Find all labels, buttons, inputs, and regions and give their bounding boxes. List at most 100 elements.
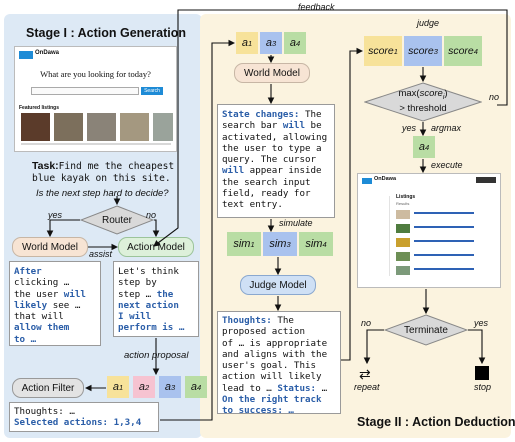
judge-label: judge [417, 18, 440, 28]
result-count: Results [396, 201, 410, 206]
result-brand-name: OnDawa [374, 176, 397, 182]
action-l1: Let's think [118, 266, 179, 277]
stop-icon [475, 366, 489, 380]
assist-label: assist [89, 249, 113, 259]
search-input[interactable] [31, 87, 139, 95]
result-link-line [414, 212, 474, 214]
world-l3b: will [63, 288, 86, 300]
judge-l2: proposed action [222, 326, 305, 338]
argmax-label: argmax [431, 123, 462, 133]
world-l3a: the user [14, 288, 64, 300]
world-l6: allow them [14, 322, 70, 334]
listing-thumb[interactable] [87, 113, 116, 141]
action-l4: next action [118, 299, 179, 311]
result-listings-title: Listings [396, 194, 416, 200]
brand-logo [19, 51, 33, 59]
world-l5: that will [14, 311, 64, 323]
task-description: Task:Find me the cheapest blue kayak on … [32, 160, 174, 185]
caption-lines [21, 143, 171, 145]
result-link-line [414, 268, 474, 270]
action-l3a: step … [118, 288, 157, 300]
result-thumb[interactable] [396, 224, 410, 233]
judge-output: Thoughts: The proposed action of … is ap… [217, 311, 341, 417]
judge-l4: and aligns with the [222, 348, 328, 360]
listing-thumb[interactable] [153, 113, 173, 141]
action-l3b: the [156, 288, 174, 300]
result-screenshot: OnDawa Listings Results [357, 173, 501, 288]
result-link-line [414, 240, 474, 242]
state-l7: the search input [222, 176, 311, 188]
world-l7: to … [14, 333, 37, 345]
stop-label: stop [474, 382, 492, 392]
action-l5: I will [118, 311, 152, 323]
state-l5: query. The cursor [222, 154, 317, 166]
result-thumb[interactable] [396, 266, 410, 275]
judge-l8: On the right track [222, 394, 322, 406]
world-model-node-2: World Model [234, 63, 310, 83]
world-l4a: likely [14, 299, 48, 311]
no-label-2: no [489, 92, 500, 102]
stage1-title: Stage I : Action Generation [26, 26, 186, 40]
action-l2: step by [118, 277, 157, 289]
listing-thumb[interactable] [54, 113, 83, 141]
listing-thumb[interactable] [120, 113, 149, 141]
result-link-line [414, 226, 474, 228]
hero-heading: What are you looking for today? [40, 69, 151, 79]
repeat-label: repeat [354, 382, 380, 392]
task-label: Task: [32, 160, 59, 172]
decision-question: Is the next step hard to decide? [36, 188, 169, 199]
yes-label: yes [48, 210, 63, 220]
search-button[interactable]: Search [141, 87, 163, 95]
execute-label: execute [431, 160, 463, 170]
website-screenshot: OnDawa What are you looking for today? S… [14, 46, 177, 152]
state-l6b: appear inside [244, 165, 322, 177]
judge-l1a: Thoughts: [222, 315, 272, 326]
terminate-label: Terminate [404, 324, 448, 336]
state-l6a: will [222, 165, 245, 177]
state-l9: text entry. [222, 199, 283, 211]
judge-l7b: Status: [277, 382, 317, 394]
result-link-line [414, 254, 474, 256]
result-thumb[interactable] [396, 252, 410, 261]
filter-l2: Selected actions: 1,3,4 [14, 417, 142, 429]
brand-name: OnDawa [35, 50, 60, 56]
terminate-diamond [384, 314, 468, 346]
result-brand-logo [362, 178, 372, 184]
state-l1a: State changes: [222, 109, 300, 120]
state-l3: activated, allowing [222, 131, 328, 143]
listing-thumb[interactable] [21, 113, 50, 141]
state-l1b: The [299, 109, 322, 120]
world-l4b: see … [47, 299, 81, 311]
state-l2b: will [282, 120, 305, 132]
judge-l1b: The [271, 315, 294, 326]
judge-l6: action will likely [222, 371, 322, 383]
state-l8: field, ready for [222, 188, 311, 200]
result-thumb[interactable] [396, 210, 410, 219]
result-thumb[interactable] [396, 238, 410, 247]
threshold-label: max(scorei)> threshold [398, 88, 448, 114]
yes-label-2: yes [402, 123, 417, 133]
filter-l1: Thoughts: … [14, 406, 75, 417]
judge-l9: to success: … [222, 405, 294, 417]
result-header-button[interactable] [476, 177, 496, 183]
task-text: Find me the cheapest blue kayak on this … [32, 161, 175, 184]
router-label: Router [101, 214, 132, 226]
threshold-diamond [364, 82, 482, 122]
section-title: Featured listings [19, 105, 60, 111]
judge-l5: user's goal. This [222, 360, 317, 372]
world-l1: After [14, 266, 42, 277]
